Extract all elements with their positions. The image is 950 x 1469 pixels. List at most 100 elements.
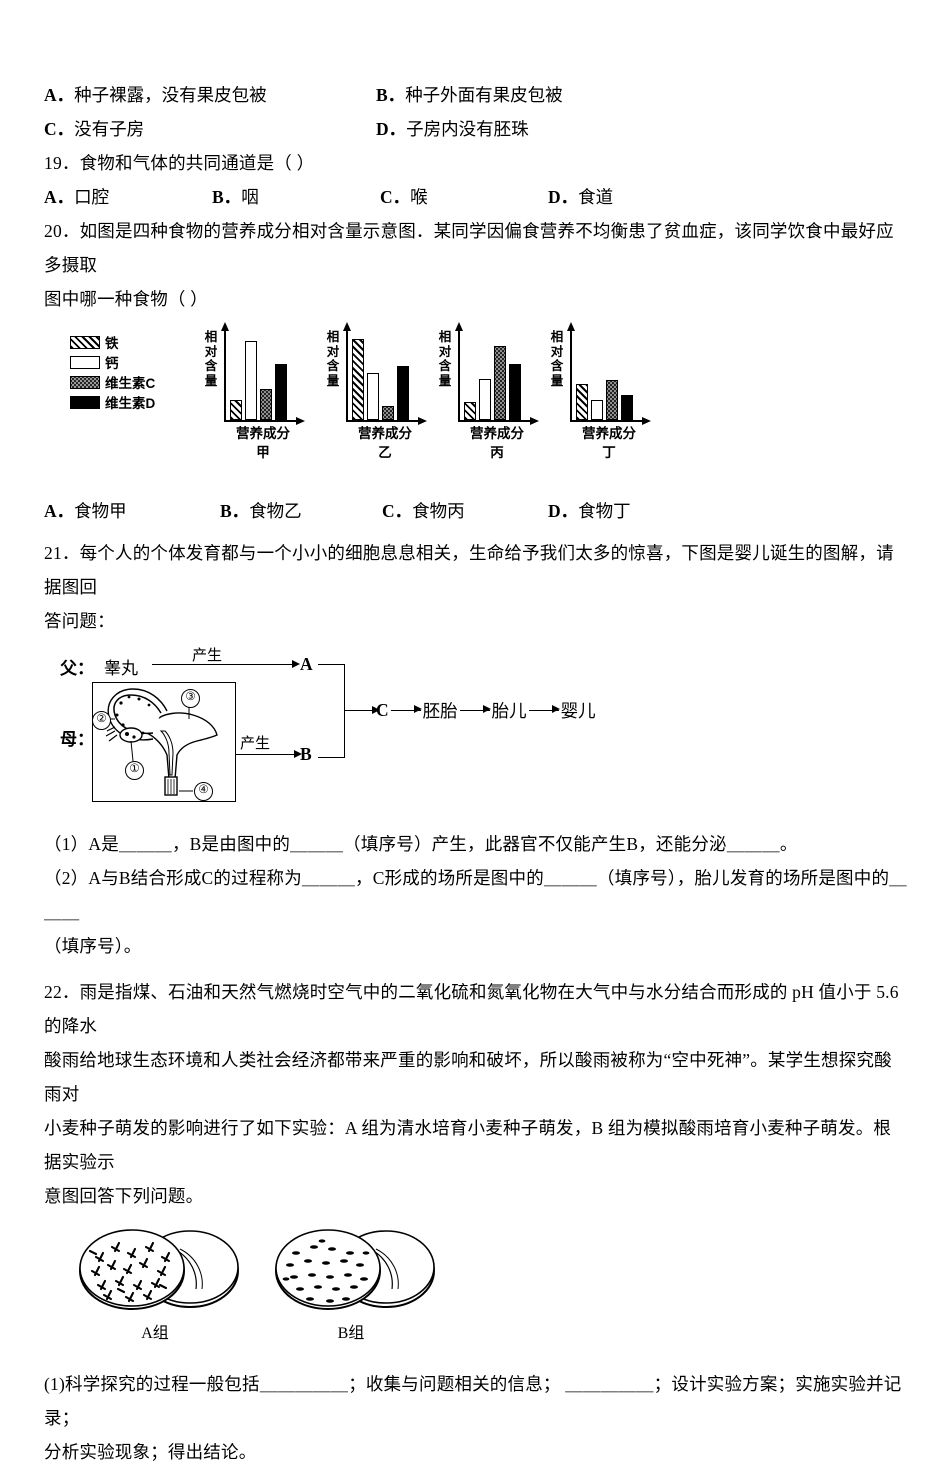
q20-option-a-label: A． bbox=[44, 501, 75, 521]
q18-option-a[interactable]: A．种子裸露，没有果皮包被 bbox=[44, 78, 267, 112]
chart-bing-y-axis-label: 相对含量 bbox=[438, 330, 452, 388]
q18-option-c[interactable]: C．没有子房 bbox=[44, 112, 144, 146]
q22-sub-1-line-1: (1)科学探究的过程一般包括＿＿＿＿＿；收集与问题相关的信息； ＿＿＿＿＿；设计… bbox=[44, 1374, 902, 1428]
legend-label-iron: 铁 bbox=[105, 336, 119, 351]
callout-4: ④ bbox=[194, 782, 213, 801]
chart-bing-bars bbox=[464, 330, 526, 420]
chart-ding-y-axis bbox=[567, 322, 575, 420]
bar-yi-vitamin-c bbox=[382, 405, 394, 420]
q21-sub-2-line-1: （2）A与B结合形成C的过程称为＿＿＿，C形成的场所是图中的＿＿＿（填序号），胎… bbox=[44, 868, 907, 922]
q18-option-d[interactable]: D．子房内没有胚珠 bbox=[376, 112, 529, 146]
q19-option-a[interactable]: A．口腔 bbox=[44, 180, 109, 214]
bar-jia-vitamin-c bbox=[260, 388, 272, 420]
chain-node-embryo: 胚胎 bbox=[422, 701, 458, 721]
chart-bing-x-axis-label: 营养成分 丙 bbox=[452, 424, 542, 462]
uterus-illustration-icon bbox=[105, 688, 218, 796]
chart-bing-y-axis bbox=[455, 322, 463, 420]
bar-ding-iron bbox=[576, 384, 588, 420]
legend-label-calcium: 钙 bbox=[105, 356, 119, 371]
chain-node-baby: 婴儿 bbox=[560, 701, 596, 721]
chart-ding-x-axis bbox=[570, 416, 651, 425]
q20-option-c[interactable]: C．食物丙 bbox=[382, 494, 465, 528]
q22-stem-line-2: 酸雨给地球生态环境和人类社会经济都带来严重的影响和破坏，所以酸雨被称为“空中死神… bbox=[44, 1050, 892, 1104]
callout-1: ① bbox=[125, 761, 144, 780]
q18-option-b-label: B． bbox=[376, 85, 406, 105]
q18-options-row-2: C．没有子房 D．子房内没有胚珠 bbox=[44, 112, 908, 146]
q19-option-c[interactable]: C．喉 bbox=[380, 180, 428, 214]
q18-option-c-text: 没有子房 bbox=[74, 119, 145, 139]
bar-bing-vitamin-d bbox=[509, 364, 521, 420]
q22-stem-line-1: 22．雨是指煤、石油和天然气燃烧时空气中的二氧化硫和氮氧化物在大气中与水分结合而… bbox=[44, 982, 899, 1036]
q20-option-a[interactable]: A．食物甲 bbox=[44, 494, 127, 528]
chart-yi-bars bbox=[352, 330, 414, 420]
chart-bing-name: 丙 bbox=[490, 445, 504, 460]
chart-yi-x-axis bbox=[346, 416, 427, 425]
q19-option-d[interactable]: D．食道 bbox=[548, 180, 613, 214]
chart-bing-x-axis bbox=[458, 416, 539, 425]
q19-option-a-label: A． bbox=[44, 187, 75, 207]
female-reproductive-organ-box: ① ② ③ ④ bbox=[92, 682, 236, 802]
arrow-testis-to-a bbox=[152, 660, 300, 668]
legend-swatch-calcium-icon bbox=[70, 355, 100, 369]
q21-sub-2-line-2: （填序号）。 bbox=[44, 936, 142, 956]
q20-stem-line-1: 20．如图是四种食物的营养成分相对含量示意图．某同学因偏食营养不均衡患了贫血症，… bbox=[44, 221, 894, 275]
exam-page: A．种子裸露，没有果皮包被 B．种子外面有果皮包被 C．没有子房 D．子房内没有… bbox=[44, 78, 908, 1462]
q18-option-d-label: D． bbox=[376, 119, 407, 139]
q19-option-b-label: B． bbox=[212, 187, 242, 207]
petri-dish-b-label: B组 bbox=[337, 1325, 365, 1342]
q18-option-c-label: C． bbox=[44, 119, 75, 139]
bar-ding-vitamin-d bbox=[621, 394, 633, 420]
bar-jia-vitamin-d bbox=[275, 364, 287, 420]
chart-panel-yi: 相对含量 营养成分 乙 bbox=[306, 322, 427, 474]
bar-ding-vitamin-c bbox=[606, 380, 618, 420]
petri-dish-group-b: B组 bbox=[266, 1223, 466, 1353]
petri-dish-b-icon bbox=[275, 1229, 435, 1310]
development-chain: C 胚胎 胎儿 婴儿 bbox=[376, 698, 596, 723]
node-a: A bbox=[300, 654, 313, 674]
petri-dish-group-a: A组 bbox=[70, 1223, 270, 1353]
legend-item-calcium: 钙 bbox=[70, 352, 182, 372]
chart-yi-y-axis bbox=[343, 322, 351, 420]
chart-legend: 铁 钙 维生素C 维生素D bbox=[70, 332, 182, 412]
q19-option-d-label: D． bbox=[548, 187, 579, 207]
bar-ding-calcium bbox=[591, 400, 603, 420]
bar-bing-iron bbox=[464, 402, 476, 420]
legend-swatch-iron-icon bbox=[70, 335, 100, 349]
petri-dish-figure: A组 bbox=[60, 1223, 480, 1353]
q20-option-b-text: 食物乙 bbox=[249, 501, 302, 521]
q18-option-b-text: 种子外面有果皮包被 bbox=[405, 85, 563, 105]
q20-option-c-label: C． bbox=[382, 501, 413, 521]
q19-option-b-text: 咽 bbox=[241, 187, 259, 207]
q20-option-d[interactable]: D．食物丁 bbox=[548, 494, 631, 528]
callout-2: ② bbox=[93, 711, 111, 730]
q20-option-b-label: B． bbox=[220, 501, 250, 521]
chart-jia-bars bbox=[230, 330, 292, 420]
legend-item-vitamin-d: 维生素D bbox=[70, 392, 182, 412]
chart-ding-name: 丁 bbox=[602, 445, 616, 460]
legend-label-vitamin-c: 维生素C bbox=[105, 376, 156, 391]
q18-options-row-1: A．种子裸露，没有果皮包被 B．种子外面有果皮包被 bbox=[44, 78, 908, 112]
q18-option-b[interactable]: B．种子外面有果皮包被 bbox=[376, 78, 563, 112]
chart-yi-y-axis-label: 相对含量 bbox=[326, 330, 340, 388]
merge-bracket bbox=[318, 664, 345, 758]
q19-option-d-text: 食道 bbox=[578, 187, 614, 207]
bar-yi-iron bbox=[352, 339, 364, 420]
q19-stem: 19．食物和气体的共同通道是（ ） bbox=[44, 153, 315, 173]
q20-option-b[interactable]: B．食物乙 bbox=[220, 494, 302, 528]
q21-stem-line-1: 21．每个人的个体发育都与一个小小的细胞息息相关，生命给予我们太多的惊喜，下图是… bbox=[44, 543, 894, 597]
arrow-organ-to-b bbox=[236, 750, 302, 758]
q19-option-b[interactable]: B．咽 bbox=[212, 180, 259, 214]
legend-swatch-vitamin-c-icon bbox=[70, 375, 100, 389]
chain-arrow-1-icon bbox=[390, 706, 422, 713]
q20-options-row: A．食物甲 B．食物乙 C．食物丙 D．食物丁 bbox=[44, 494, 908, 528]
q20-option-d-label: D． bbox=[548, 501, 579, 521]
petri-dish-a-label: A组 bbox=[141, 1325, 169, 1342]
chart-yi-name: 乙 bbox=[378, 445, 392, 460]
q20-stem-line-2: 图中哪一种食物（ ） bbox=[44, 289, 208, 309]
bar-yi-vitamin-d bbox=[397, 366, 409, 420]
legend-item-vitamin-c: 维生素C bbox=[70, 372, 182, 392]
q19-option-a-text: 口腔 bbox=[74, 187, 110, 207]
chart-jia-y-axis bbox=[221, 322, 229, 420]
mother-label: 母： bbox=[60, 730, 94, 749]
legend-item-iron: 铁 bbox=[70, 332, 182, 352]
